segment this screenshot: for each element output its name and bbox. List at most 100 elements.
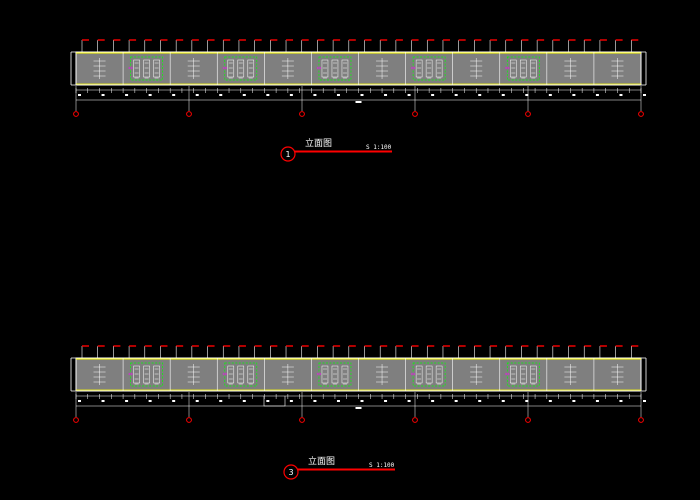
dimension-label-mark [148, 400, 152, 402]
facade-unit [405, 39, 450, 85]
end-bracket-right [641, 51, 647, 86]
title-number-circle [283, 464, 299, 480]
grid-axis-bubble [525, 417, 531, 423]
facade-unit [216, 345, 262, 391]
door-panel [415, 365, 423, 384]
door-panel [153, 365, 160, 384]
facade-unit [499, 39, 545, 85]
door-panel [520, 59, 527, 78]
facade-unit [358, 39, 403, 85]
elevation-title: 立面图 [308, 455, 335, 467]
grid-axis-bubble [638, 111, 644, 117]
door-panel [247, 365, 255, 384]
dimension-label-mark [384, 94, 388, 96]
door-panel [415, 59, 423, 78]
grid-axis-bubble [525, 111, 531, 117]
dimension-label-mark [431, 400, 435, 402]
door-panel [530, 59, 537, 78]
grid-axis-bubble [186, 111, 192, 117]
title-block-top: 1 立面图 S 1:100 [280, 137, 392, 162]
door-panel [435, 365, 443, 384]
dimension-label-mark [360, 400, 364, 402]
dimension-label-mark [478, 400, 482, 402]
elevation-scale: S 1:100 [366, 144, 392, 151]
dimension-label-mark [619, 94, 623, 96]
dimension-label-mark [148, 94, 152, 96]
door-panel [247, 59, 255, 78]
dimension-label-mark [548, 400, 552, 402]
dimension-label-mark [360, 94, 364, 96]
grid-axis-bubble [186, 417, 192, 423]
dimension-label-mark [195, 400, 199, 402]
dimension-label-mark [572, 94, 576, 96]
door-panel [341, 59, 349, 78]
door-panel [331, 59, 339, 78]
door-panel [425, 59, 433, 78]
end-bracket-left [70, 357, 76, 392]
total-dimension-mark [355, 101, 362, 103]
title-block-bottom: 3 立面图 S 1:100 [283, 455, 395, 480]
door-panel [153, 59, 160, 78]
door-panel [143, 365, 150, 384]
dimension-label-mark [431, 94, 435, 96]
facade-unit [311, 345, 356, 391]
facade-unit [546, 345, 592, 391]
total-dimension-mark [355, 407, 362, 409]
dimension-label-mark [101, 94, 105, 96]
facade-unit [452, 345, 498, 391]
dimension-label-mark [643, 400, 646, 402]
dimension-label-mark [501, 400, 505, 402]
elevation-scale: S 1:100 [369, 462, 395, 469]
door-panel [133, 365, 140, 384]
dimension-label-mark [313, 94, 317, 96]
dimension-label-mark [195, 94, 199, 96]
dimension-label-mark [172, 400, 176, 402]
dimension-label-mark [595, 94, 599, 96]
door-panel [520, 365, 527, 384]
end-bracket-right [641, 357, 647, 392]
dimension-label-mark [219, 400, 223, 402]
elevation-top [70, 39, 647, 117]
door-panel [425, 365, 433, 384]
door-panel [435, 59, 443, 78]
elevation-bottom [70, 345, 647, 423]
facade-unit [122, 39, 168, 85]
dimension-label-mark [619, 400, 623, 402]
dimension-label-mark [242, 94, 246, 96]
dimension-label-mark [572, 400, 576, 402]
facade-unit [264, 345, 309, 391]
dimension-label-mark [643, 94, 646, 96]
facade-unit [122, 345, 168, 391]
facade-unit [499, 345, 545, 391]
door-panel [321, 59, 329, 78]
dimension-label-mark [336, 400, 340, 402]
grid-axis-bubble [412, 417, 418, 423]
door-panel [341, 365, 349, 384]
dimension-label-mark [101, 400, 105, 402]
dimension-label-mark [266, 94, 270, 96]
dimension-lines [73, 86, 646, 117]
elevation-title: 立面图 [305, 137, 332, 149]
dimension-label-mark [501, 94, 505, 96]
dimension-label-mark [407, 94, 411, 96]
dimension-label-mark [454, 94, 458, 96]
dimension-notch [263, 396, 286, 407]
facade-unit [358, 345, 403, 391]
door-panel [510, 365, 517, 384]
dimension-label-mark [407, 400, 411, 402]
dimension-label-mark [125, 94, 129, 96]
facade-unit [81, 345, 121, 385]
facade-unit [546, 39, 592, 85]
dimension-label-mark [289, 400, 293, 402]
facade-unit [452, 39, 498, 85]
dimension-label-mark [266, 400, 270, 402]
door-panel [331, 365, 339, 384]
title-number: 1 [285, 150, 290, 159]
door-panel [237, 59, 245, 78]
door-panel [133, 59, 140, 78]
grid-axis-bubble [638, 417, 644, 423]
dimension-label-mark [78, 94, 81, 96]
dimension-label-mark [336, 94, 340, 96]
dimension-label-mark [313, 400, 317, 402]
